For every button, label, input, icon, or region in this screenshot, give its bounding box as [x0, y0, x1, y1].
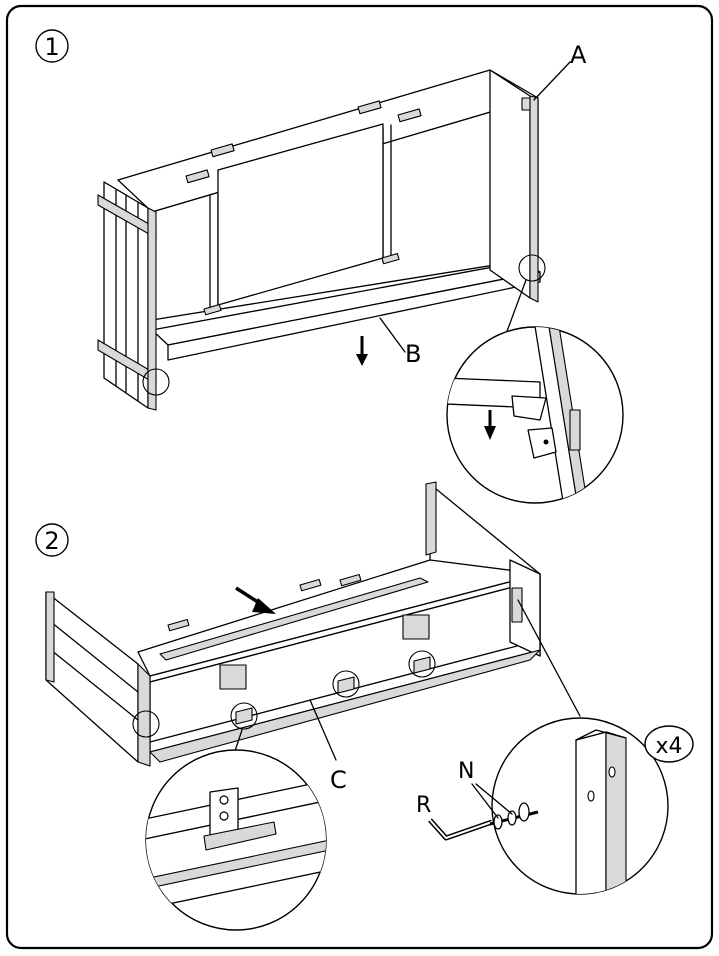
callout-c: C: [330, 766, 347, 794]
step-1-badge: [35, 29, 69, 63]
zoom-detail-1: [446, 326, 624, 504]
insert-arrow-icon: [235, 586, 276, 614]
detail-marker-right: [518, 254, 546, 282]
detail-marker-left: [132, 710, 160, 738]
detail-marker-bracket: [230, 702, 258, 730]
quantity-badge: x4: [644, 725, 694, 763]
zoom-detail-post: [491, 717, 669, 895]
step-2-badge: [35, 523, 69, 557]
frame-illustration-1: [97, 69, 546, 411]
down-arrow-icon: [356, 336, 368, 366]
step-2-number: 2: [44, 527, 59, 555]
bolt-icon: [489, 802, 539, 830]
allen-key-icon: [428, 818, 493, 841]
quantity-label: x4: [655, 734, 682, 759]
callout-a: A: [570, 41, 587, 69]
page-frame: [5, 4, 714, 950]
down-arrow-icon: [484, 410, 496, 440]
frame-illustration-2: [45, 481, 541, 767]
step-2: 2: [35, 481, 694, 931]
step-1: 1: [35, 29, 624, 504]
zoom-detail-bracket: [145, 749, 327, 931]
detail-marker-left: [142, 368, 170, 396]
detail-marker-right: [408, 650, 436, 678]
detail-marker-center: [332, 670, 360, 698]
step-1-number: 1: [44, 33, 59, 61]
callout-r: R: [416, 793, 431, 818]
callout-n: N: [458, 759, 474, 784]
callout-b: B: [405, 340, 421, 368]
